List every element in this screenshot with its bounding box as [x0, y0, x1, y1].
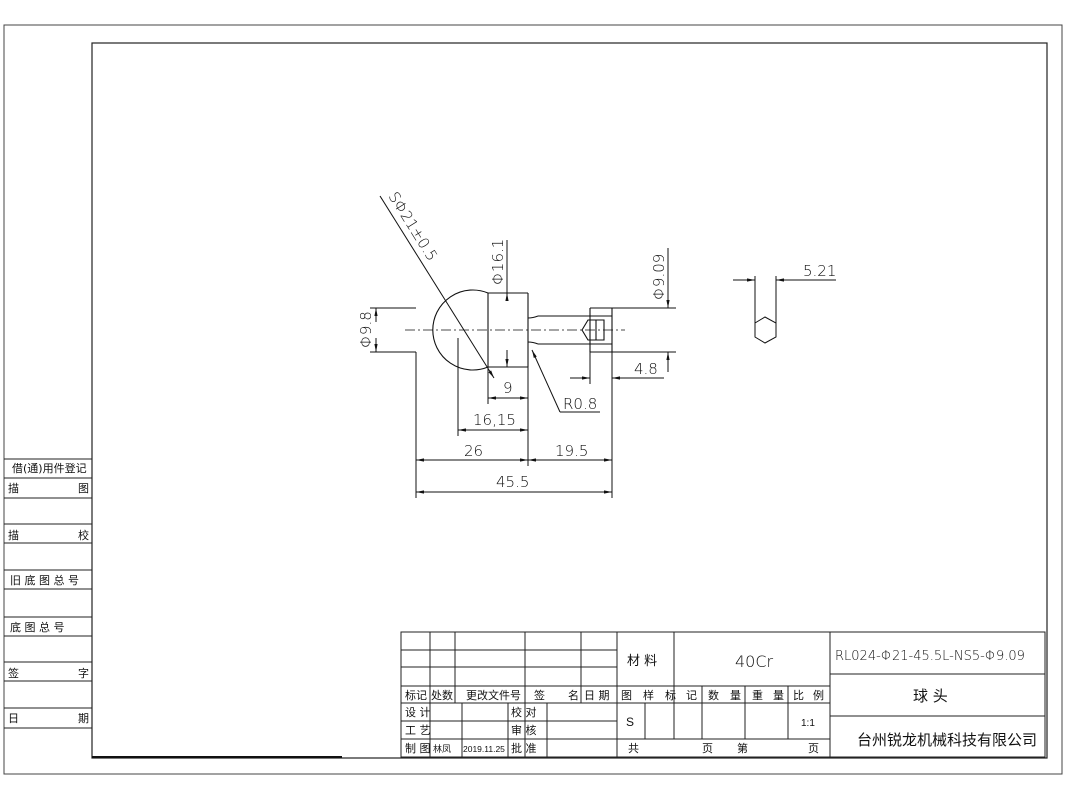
dim-pin-dia: Φ9.09	[650, 254, 668, 300]
left-registration-panel	[4, 458, 92, 729]
reg-sign-b: 字	[78, 666, 89, 680]
stage-h-6: 重	[752, 688, 763, 702]
stage-h-4: 数	[708, 689, 719, 702]
dim-45-5: 45.5	[496, 473, 529, 491]
reg-date-b: 期	[78, 712, 89, 725]
rev-mark-header: 标记	[405, 688, 427, 702]
stage-h-0: 图	[621, 689, 632, 702]
stage-h-7: 量	[773, 689, 784, 702]
dim-19-5: 19.5	[555, 442, 588, 460]
leader-sphere	[379, 195, 495, 379]
reg-check-a: 描	[8, 528, 19, 542]
dim-line-pin-dia	[612, 248, 676, 372]
material-label: 材 料	[627, 654, 657, 669]
rev-sign-header: 签	[534, 688, 545, 702]
part-number: RL024-Φ21-45.5L-NS5-Φ9.09	[835, 649, 1025, 664]
sign-row-draw-date: 2019.11.25	[463, 744, 505, 754]
stage-h-2: 标	[665, 688, 676, 702]
scale-value: 1:1	[801, 718, 815, 729]
stage-h-8: 比	[793, 689, 804, 702]
sheet-total-label: 共	[628, 742, 639, 755]
dim-line-4-8	[570, 352, 664, 384]
dim-line-neck-dia	[370, 307, 416, 353]
sign-row-draw-name: 林凤	[433, 743, 451, 755]
dim-line-9	[487, 367, 529, 404]
reg-sign-a: 签	[8, 666, 19, 680]
stage-h-9: 例	[813, 688, 824, 702]
rev-name-header: 名	[568, 688, 579, 702]
dim-shank-dia: Φ16.1	[489, 239, 507, 285]
dim-hex: 5.21	[803, 262, 836, 280]
rev-count-header: 处数	[431, 689, 453, 702]
reg-title: 借(通)用件登记	[12, 461, 87, 475]
title-block-grid	[400, 631, 1046, 758]
stage-h-5: 量	[730, 689, 741, 702]
reg-check-b: 校	[78, 528, 89, 542]
dim-4-8: 4.8	[634, 360, 658, 378]
part-name: 球 头	[913, 687, 948, 705]
sheet-no-label: 第	[737, 741, 748, 755]
reg-old-number: 旧 底 图 总 号	[10, 573, 79, 587]
reg-trace-a: 描	[8, 481, 19, 495]
dim-16-15: 16,15	[473, 411, 516, 429]
reg-trace-b: 图	[78, 482, 89, 495]
sheet-page1-label: 页	[702, 742, 713, 755]
stage-h-1: 样	[643, 688, 654, 702]
reg-base-number: 底 图 总 号	[10, 620, 65, 634]
material-value: 40Cr	[735, 652, 774, 671]
dim-9: 9	[503, 379, 513, 397]
reg-date-a: 日	[8, 712, 19, 725]
dim-sphere: SΦ21±0.5	[385, 189, 442, 265]
sign-row-process-label2: 审 核	[511, 723, 537, 737]
dim-radius: R0.8	[563, 395, 597, 413]
dim-neck-dia: Φ9.8	[357, 311, 375, 348]
company-name: 台州锐龙机械科技有限公司	[857, 731, 1037, 749]
dim-26: 26	[464, 442, 483, 460]
stage-value: S	[626, 715, 634, 729]
stage-h-3: 记	[686, 689, 697, 702]
dim-line-16-15	[457, 338, 529, 436]
outer-border	[3, 24, 1063, 775]
sign-row-design-label2: 校 对	[511, 705, 537, 719]
sign-row-process-label: 工 艺	[405, 724, 431, 737]
sheet-page2-label: 页	[808, 742, 819, 755]
inner-frame	[91, 42, 1048, 759]
sign-row-draw-label: 制 图	[405, 742, 431, 755]
rev-doc-header: 更改文件号	[466, 688, 521, 702]
sign-row-draw-label2: 批 准	[511, 741, 537, 755]
dim-line-radius	[531, 349, 600, 413]
dim-line-26-19	[415, 352, 613, 498]
sign-row-design-label: 设 计	[405, 706, 431, 719]
rev-date-header: 日 期	[584, 689, 610, 702]
hex-end-view	[733, 276, 836, 344]
